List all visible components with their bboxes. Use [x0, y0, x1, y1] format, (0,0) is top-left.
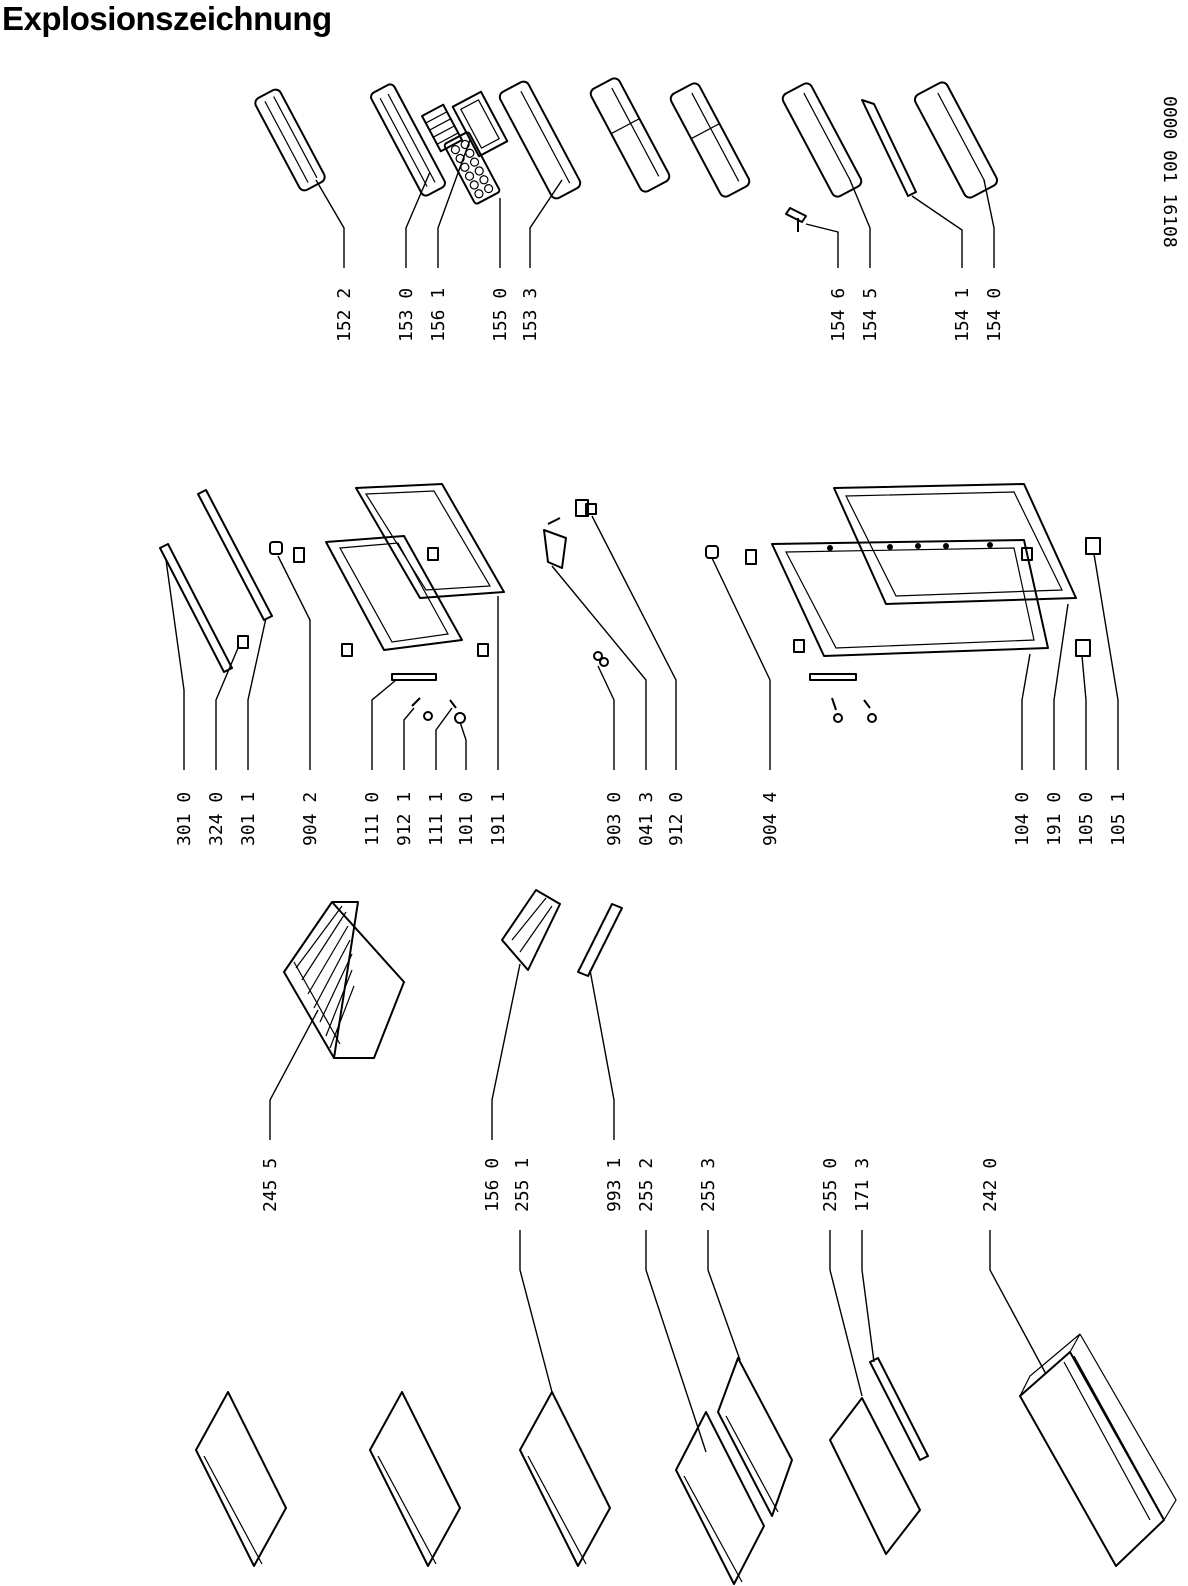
leader-lines-middle [165, 515, 1119, 770]
page-title: Explosionszeichnung [2, 0, 332, 37]
part-label: 105 1 [1108, 792, 1129, 846]
trim-strip-171-3 [869, 1357, 929, 1461]
part-label: 111 1 [426, 792, 447, 846]
scraper-993-1 [577, 903, 623, 977]
door-bin-153-0 [370, 83, 446, 197]
part-label: 245 5 [260, 1158, 281, 1212]
part-label: 105 0 [1076, 792, 1097, 846]
part-label: 912 0 [666, 792, 687, 846]
glass-shelf-255-3 [717, 1357, 793, 1517]
part-label: 301 0 [174, 792, 195, 846]
part-label: 156 0 [482, 1158, 503, 1212]
fridge-door-assembly [705, 483, 1101, 723]
part-label: 111 0 [362, 792, 383, 846]
bottle-retainer-154-1 [861, 99, 917, 197]
freezer-door-assembly [159, 483, 505, 724]
part-label: 153 3 [520, 288, 541, 342]
door-strip-301-0 [159, 543, 233, 673]
bottle-clip-154-6 [785, 207, 807, 232]
part-label: 912 1 [394, 792, 415, 846]
cover-strip-301-1 [197, 489, 273, 621]
part-label: 242 0 [980, 1158, 1001, 1212]
vegetable-drawer-242-0 [1019, 1333, 1177, 1567]
door-bin-154-5 [781, 82, 863, 198]
door-bin-b [669, 82, 751, 198]
part-labels: 152 2 153 0 156 1 155 0 153 3 154 6 154 … [174, 96, 1180, 1212]
part-label: 191 1 [488, 792, 509, 846]
glass-shelf-top-1 [195, 1391, 287, 1567]
glass-plate-255-0 [829, 1397, 921, 1555]
part-label: 324 0 [206, 792, 227, 846]
door-bin-154-0 [913, 81, 999, 199]
butter-compartment [421, 103, 463, 153]
compartment-lid-156-1 [451, 90, 509, 158]
hinge-904-2 [269, 541, 305, 563]
part-label: 153 0 [396, 288, 417, 342]
glass-shelf-255-1 [519, 1391, 611, 1567]
glass-shelf-255-2 [675, 1411, 765, 1585]
door-handle-111-0 [391, 673, 466, 724]
part-label: 191 0 [1044, 792, 1065, 846]
part-label: 904 2 [300, 792, 321, 846]
part-label: 155 0 [490, 288, 511, 342]
part-label: 903 0 [604, 792, 625, 846]
hinge-set [543, 499, 609, 667]
part-label: 301 1 [238, 792, 259, 846]
part-label: 993 1 [604, 1158, 625, 1212]
freezer-basket-245-5 [283, 901, 405, 1059]
part-label: 171 3 [852, 1158, 873, 1212]
part-label: 255 0 [820, 1158, 841, 1212]
hinge-pin-324-0 [237, 635, 249, 649]
glass-shelf-top-2 [369, 1391, 461, 1567]
door-bin-153-3 [498, 80, 582, 200]
door-bin-group [254, 77, 999, 232]
part-label: 255 2 [636, 1158, 657, 1212]
ice-tray-156-0 [501, 889, 561, 971]
door-bin-a [589, 77, 671, 193]
part-label: 104 0 [1012, 792, 1033, 846]
part-label: 152 2 [334, 288, 355, 342]
part-label: 101 0 [456, 792, 477, 846]
part-label: 255 1 [512, 1158, 533, 1212]
small-door-frame [325, 483, 505, 657]
part-label: 904 4 [760, 792, 781, 846]
part-label: 154 0 [984, 288, 1005, 342]
part-label: 156 1 [428, 288, 449, 342]
document-number: 0000 001 16108 [1159, 96, 1180, 248]
leader-lines-left [269, 963, 1047, 1453]
part-label: 154 1 [952, 288, 973, 342]
part-label: 255 3 [698, 1158, 719, 1212]
part-label: 154 6 [828, 288, 849, 342]
part-label: 041 3 [636, 792, 657, 846]
door-bin-152-2 [254, 88, 326, 192]
part-label: 154 5 [860, 288, 881, 342]
leader-lines-right [315, 139, 995, 268]
